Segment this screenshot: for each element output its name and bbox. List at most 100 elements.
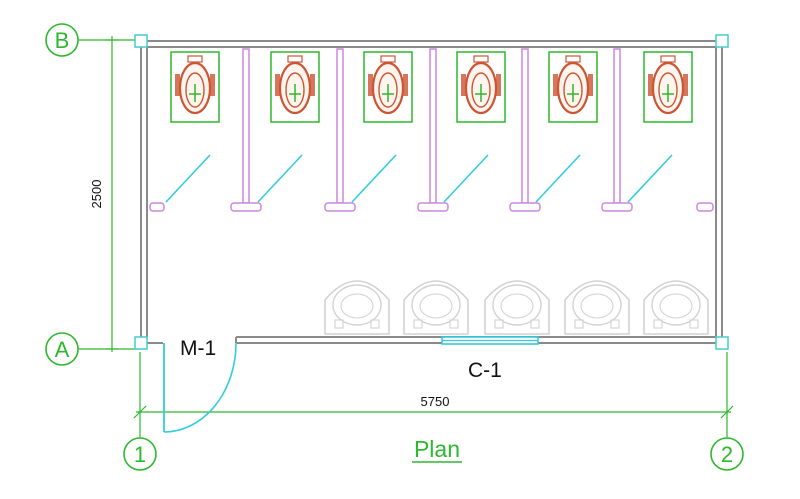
toilet-bowl-inner	[185, 72, 205, 108]
basin-bowl	[492, 284, 542, 326]
grid-label-2: 2	[721, 442, 733, 467]
partition-wall-1	[242, 48, 250, 204]
squat-toilet-1	[170, 51, 220, 123]
stall-door-swing-2	[257, 154, 303, 203]
wash-basin-5	[643, 280, 709, 335]
width-dimension-tick-right	[720, 405, 734, 419]
entry-door-and-window	[163, 336, 539, 433]
corner-column-1	[134, 34, 148, 48]
toilet-flush	[287, 55, 303, 63]
basin-tap-right	[610, 319, 620, 329]
partition-end-right	[696, 202, 714, 212]
toilet-flush	[565, 55, 581, 63]
stall-door-swing-3	[351, 154, 397, 203]
basin-inner	[659, 293, 693, 319]
toilet-foot-pad-left	[648, 74, 653, 96]
stall-door-swing-5	[535, 154, 581, 203]
stall-door-swing-6	[627, 154, 673, 203]
grid-bubble-a: A	[45, 332, 79, 366]
toilet-foot-pad-right	[588, 74, 593, 96]
squat-toilet-6	[643, 51, 693, 123]
toilet-bowl-inner	[471, 72, 491, 108]
toilet-foot-pad-left	[175, 74, 180, 96]
basin-tap-left	[574, 319, 584, 329]
toilet-foot-pad-right	[496, 74, 501, 96]
corner-column-3	[134, 336, 148, 350]
corner-columns	[134, 34, 729, 350]
squat-toilet-2	[270, 51, 320, 123]
toilet-flush	[187, 55, 203, 63]
wash-basin-2	[403, 280, 469, 335]
basin-tap-right	[449, 319, 459, 329]
partition-wall-2	[336, 48, 344, 204]
wash-basins	[324, 280, 709, 335]
basin-tap-left	[413, 319, 423, 329]
basin-tap-right	[370, 319, 380, 329]
squat-toilet-5	[548, 51, 598, 123]
basin-bowl	[332, 284, 382, 326]
grid-label-b: B	[55, 28, 70, 53]
grid-lines	[78, 36, 734, 438]
toilet-bowl-inner	[658, 72, 678, 108]
partition-end-left	[149, 202, 165, 212]
toilet-foot-pad-left	[275, 74, 280, 96]
basin-tap-left	[653, 319, 663, 329]
toilet-flush	[660, 55, 676, 63]
width-dimension-tick-left	[133, 405, 147, 419]
partition-foot-2	[324, 202, 356, 212]
partition-wall-4	[521, 48, 529, 204]
grid-label-1: 1	[134, 442, 146, 467]
door-tag-label: M-1	[180, 337, 216, 360]
partition-wall-3	[429, 48, 437, 204]
basin-tap-left	[334, 319, 344, 329]
grid-label-a: A	[55, 337, 70, 362]
squat-toilet-3	[363, 51, 413, 123]
stall-door-swing-4	[443, 154, 489, 203]
basin-inner	[340, 293, 374, 319]
basin-bowl	[411, 284, 461, 326]
toilet-foot-pad-left	[368, 74, 373, 96]
stall-partitions	[149, 48, 714, 212]
corner-column-4	[715, 336, 729, 350]
wash-basin-3	[484, 280, 550, 335]
grid-bubble-2: 2	[710, 437, 744, 471]
basin-tap-right	[530, 319, 540, 329]
partition-wall-5	[613, 48, 621, 204]
toilet-foot-pad-left	[461, 74, 466, 96]
corner-column-2	[715, 34, 729, 48]
basin-inner	[500, 293, 534, 319]
width-dimension-label: 5750	[421, 394, 450, 409]
basin-bowl	[572, 284, 622, 326]
basin-tap-right	[689, 319, 699, 329]
toilet-bowl-inner	[285, 72, 305, 108]
grid-bubble-1: 1	[123, 437, 157, 471]
toilet-flush	[473, 55, 489, 63]
entry-door-swing-arc	[163, 342, 237, 433]
partition-foot-5	[601, 202, 633, 212]
partition-foot-3	[417, 202, 449, 212]
basin-bowl	[651, 284, 701, 326]
toilet-foot-pad-left	[553, 74, 558, 96]
basin-tap-left	[494, 319, 504, 329]
toilet-bowl-inner	[563, 72, 583, 108]
partition-foot-1	[230, 202, 262, 212]
squat-toilet-4	[456, 51, 506, 123]
stall-doors	[165, 154, 673, 203]
wash-basin-1	[324, 280, 390, 335]
depth-dimension-label: 2500	[89, 180, 104, 209]
basin-inner	[419, 293, 453, 319]
toilet-foot-pad-right	[210, 74, 215, 96]
basin-inner	[580, 293, 614, 319]
wash-basin-4	[564, 280, 630, 335]
toilet-foot-pad-right	[683, 74, 688, 96]
plan-title: Plan	[414, 436, 460, 462]
squat-toilets	[170, 51, 693, 123]
toilet-bowl-inner	[378, 72, 398, 108]
grid-bubble-b: B	[45, 23, 79, 57]
partition-foot-4	[509, 202, 541, 212]
window-tag-label: C-1	[468, 359, 502, 382]
stall-door-swing-1	[165, 154, 211, 203]
toilet-foot-pad-right	[403, 74, 408, 96]
toilet-flush	[380, 55, 396, 63]
